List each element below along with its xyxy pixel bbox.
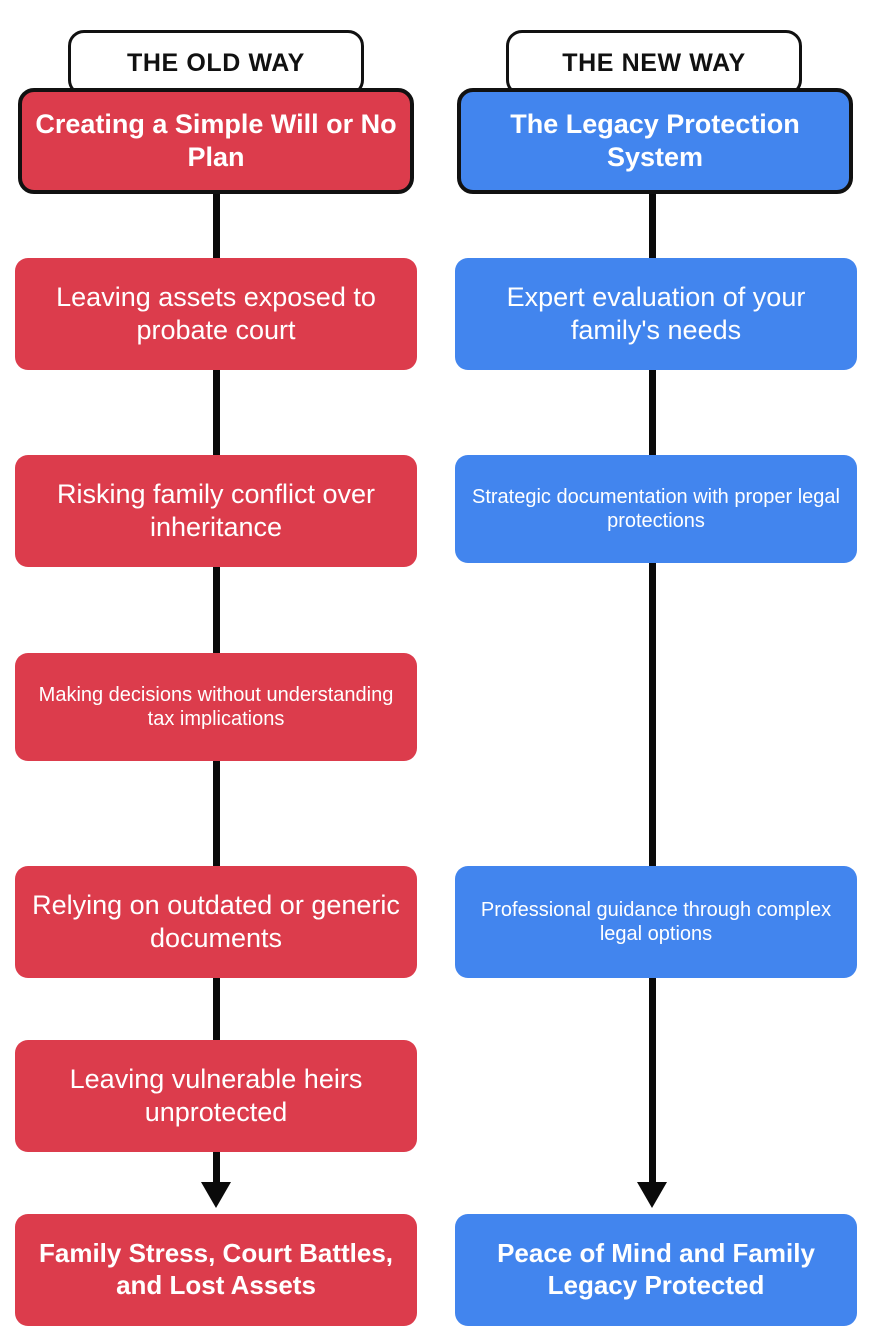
old-way-node-6-label: Leaving vulnerable heirs unprotected [69,1064,363,1127]
connector-line-new-2 [649,355,656,470]
old-way-node-5: Relying on outdated or generic documents [15,866,417,978]
connector-line-new-3 [649,552,656,877]
new-way-header-label: THE NEW WAY [562,48,746,77]
old-way-header-label: THE OLD WAY [127,48,305,77]
old-way-node-4: Making decisions without understanding t… [15,653,417,761]
new-way-header-pill: THE NEW WAY [506,30,802,96]
new-way-node-4-label: Professional guidance through complex le… [480,898,832,945]
old-way-node-4-label: Making decisions without understanding t… [38,683,394,730]
new-way-column: THE NEW WAY The Legacy Protection System… [436,0,872,1344]
connector-line-old-1 [213,175,220,270]
connector-line-old-6 [213,1140,220,1185]
connector-line-old-5 [213,963,220,1055]
old-way-node-2-label: Leaving assets exposed to probate court [56,282,376,345]
new-way-node-3-label: Strategic documentation with proper lega… [472,485,840,532]
new-way-node-2-label: Expert evaluation of your family's needs [506,282,806,345]
old-way-node-3: Risking family conflict over inheritance [15,455,417,567]
arrow-head-old [201,1182,231,1208]
new-way-node-2: Expert evaluation of your family's needs [455,258,857,370]
old-way-node-7-label: Family Stress, Court Battles, and Lost A… [39,1238,393,1300]
new-way-node-1: The Legacy Protection System [457,88,853,194]
new-way-node-5: Peace of Mind and Family Legacy Protecte… [455,1214,857,1326]
connector-line-old-4 [213,748,220,880]
old-way-node-5-label: Relying on outdated or generic documents [32,890,400,953]
old-way-node-2: Leaving assets exposed to probate court [15,258,417,370]
old-way-node-1: Creating a Simple Will or No Plan [18,88,414,194]
old-way-node-6: Leaving vulnerable heirs unprotected [15,1040,417,1152]
new-way-node-5-label: Peace of Mind and Family Legacy Protecte… [497,1238,815,1300]
connector-line-old-3 [213,552,220,667]
old-way-node-7: Family Stress, Court Battles, and Lost A… [15,1214,417,1326]
new-way-node-3: Strategic documentation with proper lega… [455,455,857,563]
new-way-node-1-label: The Legacy Protection System [510,109,800,172]
old-way-column: THE OLD WAY Creating a Simple Will or No… [15,30,417,1326]
connector-line-new-4 [649,963,656,1185]
arrow-head-new [637,1182,667,1208]
old-way-node-3-label: Risking family conflict over inheritance [56,479,376,542]
old-way-node-1-label: Creating a Simple Will or No Plan [35,109,397,172]
connector-line-new-1 [649,175,656,270]
new-way-node-4: Professional guidance through complex le… [455,866,857,978]
connector-line-old-2 [213,355,220,470]
old-way-header-pill: THE OLD WAY [68,30,364,96]
